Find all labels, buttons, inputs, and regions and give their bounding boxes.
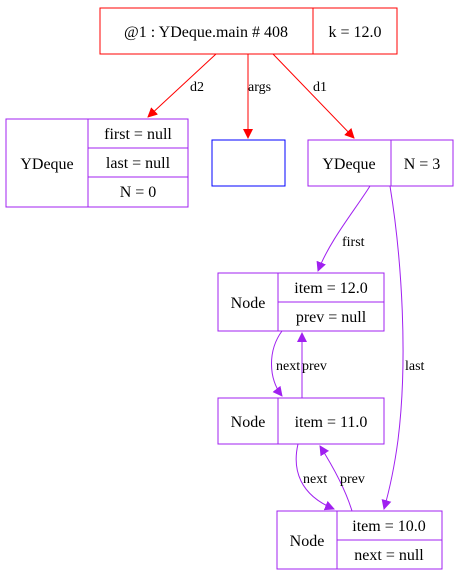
edge-node11-next: next	[295, 443, 335, 511]
ydeque-d2-type: YDeque	[20, 156, 73, 173]
edge-node12-next-label: next	[276, 359, 300, 374]
ydeque-d1: YDeque N = 3	[307, 139, 454, 187]
node-12-prev: prev = null	[296, 309, 367, 326]
edge-last-label: last	[405, 359, 425, 374]
frame-main: @1 : YDeque.main # 408 k = 12.0	[99, 7, 398, 55]
edge-args: args	[243, 54, 271, 139]
edge-d1: d1	[272, 53, 355, 139]
edge-node12-next: next	[271, 330, 300, 397]
edge-node10-prev: prev	[319, 445, 365, 512]
node-11: Node item = 11.0	[217, 397, 385, 445]
edge-d2-label: d2	[190, 80, 204, 95]
edge-first: first	[316, 185, 371, 272]
node-11-type: Node	[231, 414, 266, 431]
node-12: Node item = 12.0 prev = null	[217, 272, 385, 332]
node-12-item: item = 12.0	[294, 280, 367, 297]
edge-node10-prev-label: prev	[340, 472, 365, 487]
frame-title: @1 : YDeque.main # 408	[124, 24, 288, 41]
edge-d2: d2	[147, 53, 217, 118]
edge-node11-prev: prev	[297, 332, 327, 398]
edge-args-label: args	[248, 80, 271, 95]
ydeque-d1-n: N = 3	[404, 156, 441, 173]
args-box	[211, 139, 286, 187]
frame-local-k: k = 12.0	[328, 24, 381, 41]
ydeque-d2-last: last = null	[106, 155, 171, 172]
edge-node11-prev-label: prev	[302, 359, 327, 374]
edge-last: last	[381, 185, 425, 510]
edge-d1-label: d1	[313, 80, 327, 95]
ydeque-d2-n: N = 0	[120, 184, 157, 201]
node-11-item: item = 11.0	[295, 414, 368, 431]
ydeque-d2-first: first = null	[104, 126, 172, 143]
node-10: Node item = 10.0 next = null	[276, 510, 443, 570]
edge-node11-next-label: next	[303, 472, 327, 487]
edge-first-label: first	[342, 235, 365, 250]
node-10-item: item = 10.0	[352, 518, 425, 535]
node-12-type: Node	[231, 295, 266, 312]
node-10-type: Node	[290, 533, 325, 550]
node-10-next: next = null	[354, 547, 424, 564]
ydeque-d1-type: YDeque	[322, 156, 375, 173]
ydeque-d2: YDeque first = null last = null N = 0	[5, 118, 189, 208]
